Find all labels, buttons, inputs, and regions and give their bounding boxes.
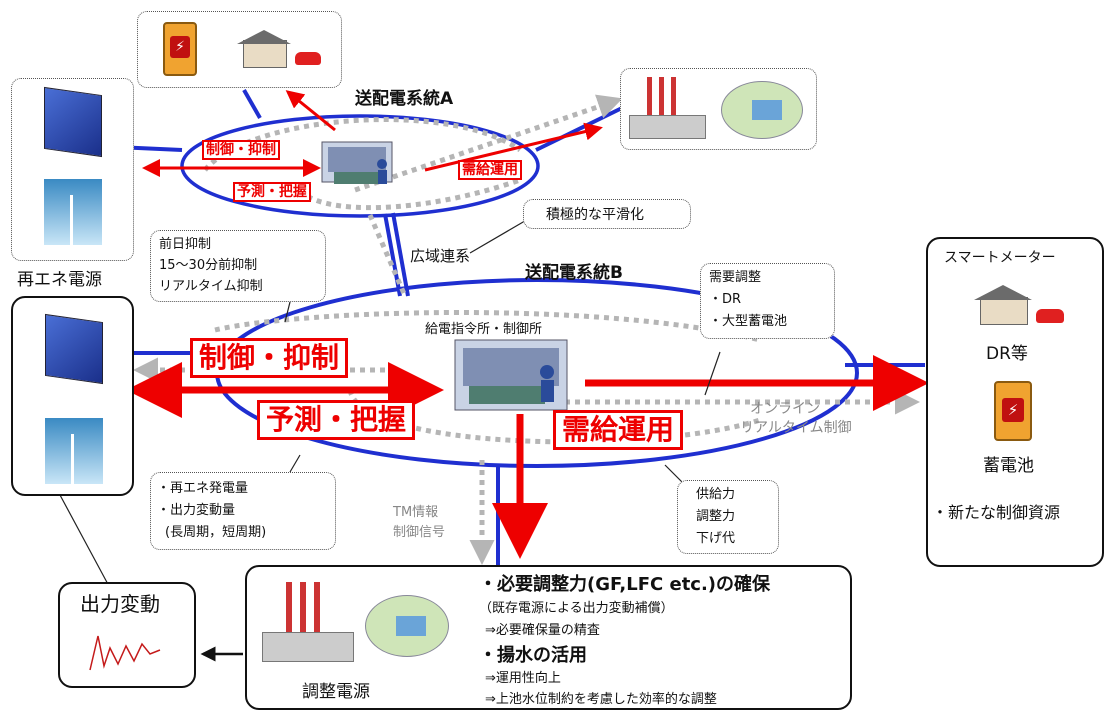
smoothing-callout: 積極的な平滑化: [523, 199, 691, 229]
hydro-dam-icon: [721, 81, 803, 139]
tag-forecast-b: 予測・把握: [257, 400, 416, 440]
bottom-heading-2: ・揚水の活用: [479, 645, 587, 666]
battery-label: 蓄電池: [983, 456, 1034, 476]
house-ev-icon: [966, 283, 1066, 327]
wide-area-label: 広域連系: [410, 247, 471, 265]
top-consumer-box: ⚡: [137, 11, 342, 88]
tag-control-b: 制御・抑制: [190, 338, 349, 378]
wind-turbine-icon: [44, 179, 102, 245]
tm-label: TM情報 制御信号: [393, 505, 446, 540]
control-room-icon: [321, 141, 393, 184]
callout-leaders: [59, 217, 721, 589]
wind-turbine-icon: [45, 418, 103, 484]
capacity-callout: 供給力 調整力 下げ代: [677, 480, 779, 554]
renewables-box-a: [11, 78, 134, 261]
renewables-label: 再エネ電源: [17, 270, 102, 290]
tag-supply-b: 需給運用: [553, 410, 684, 450]
thermal-plant-icon: [629, 77, 709, 139]
online-label: オンライン リアルタイム制御: [740, 401, 852, 436]
solar-panel-icon: [45, 313, 103, 385]
renew-gen-callout: ・再エネ発電量 ・出力変動量 (長周期，短周期): [150, 472, 336, 550]
thermal-plant-icon: [262, 582, 354, 662]
bottom-line-3: ⇒運用性向上: [485, 671, 561, 686]
top-plant-box: [620, 68, 817, 150]
new-resource-label: ・新たな制御資源: [932, 503, 1061, 522]
center-label: 給電指令所・制御所: [425, 322, 543, 337]
grid-a-red-arrows: [142, 90, 603, 177]
dr-label: DR等: [986, 344, 1028, 364]
battery-icon: ⚡: [994, 381, 1032, 441]
bottom-adjust-panel: 調整電源 ・必要調整力(GF,LFC etc.)の確保 （既存電源による出力変動…: [245, 565, 852, 710]
smart-meter-label: スマートメーター: [944, 250, 1056, 266]
demand-adjust-callout: 需要調整 ・DR ・大型蓄電池: [700, 263, 835, 339]
tag-forecast-a: 予測・把握: [233, 182, 311, 203]
grid-b-title: 送配電系統B: [525, 263, 623, 283]
adjust-source-label: 調整電源: [302, 682, 370, 702]
right-resource-panel: スマートメーター DR等 ⚡ 蓄電池 ・新たな制御資源: [926, 237, 1104, 567]
bottom-heading-1: ・必要調整力(GF,LFC etc.)の確保: [479, 574, 771, 595]
tag-supply-a: 需給運用: [458, 160, 522, 181]
battery-icon: ⚡: [163, 22, 197, 76]
bottom-line-4: ⇒上池水位制約を考慮した効率的な調整: [485, 692, 717, 707]
hydro-dam-icon: [365, 595, 449, 657]
bottom-line-1: （既存電源による出力変動補償）: [479, 601, 674, 616]
control-room-icon: [454, 339, 568, 411]
house-ev-icon: [233, 30, 323, 70]
grid-b-red-arrows: [126, 355, 929, 559]
tag-control-a: 制御・抑制: [202, 140, 280, 161]
grid-a-title: 送配電系統A: [355, 89, 454, 109]
solar-panel-icon: [44, 86, 102, 158]
renewables-box-b: [11, 296, 134, 496]
waveform-icon: [89, 635, 161, 671]
output-fluct-box: 出力変動: [58, 582, 196, 688]
curtail-callout: 前日抑制 15〜30分前抑制 リアルタイム抑制: [150, 230, 326, 302]
bottom-line-2: ⇒必要確保量の精査: [485, 623, 600, 638]
output-fluct-label: 出力変動: [80, 592, 160, 616]
